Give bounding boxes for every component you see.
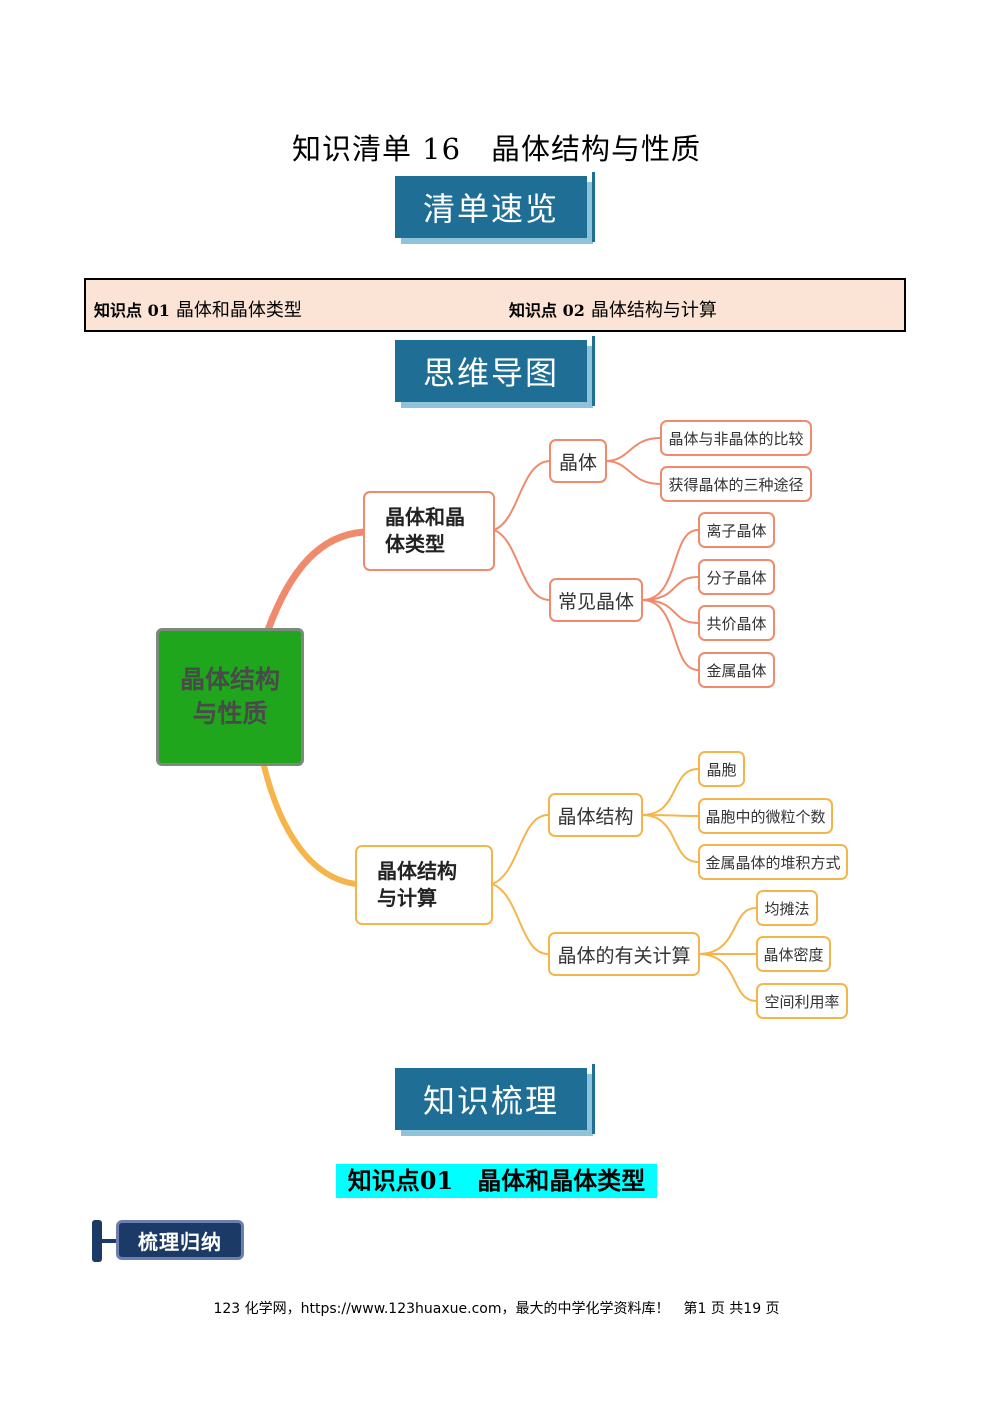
mindmap-branch-1: 晶体和晶体类型 <box>363 491 495 571</box>
summary-tag: 梳理归纳 <box>116 1220 244 1260</box>
mindmap-leaf: 分子晶体 <box>698 559 775 595</box>
toc-item-prefix: 知识点 02 <box>509 301 585 320</box>
overview-banner-label: 清单速览 <box>422 190 559 228</box>
connector-root-branch1 <box>264 528 368 634</box>
toc-box: 知识点 01 晶体和晶体类型 知识点 02 晶体结构与计算 <box>84 278 906 332</box>
mindmap-leaf: 离子晶体 <box>698 512 775 548</box>
mindmap-leaf: 空间利用率 <box>756 983 848 1019</box>
mindmap-node-crystal-structure: 晶体结构 <box>548 793 643 837</box>
mindmap-leaf: 金属晶体的堆积方式 <box>698 844 848 880</box>
mindmap-leaf: 晶体密度 <box>756 936 831 972</box>
mindmap-leaf: 晶胞中的微粒个数 <box>698 798 833 834</box>
mindmap-node-common-crystals: 常见晶体 <box>549 578 643 622</box>
toc-item-label: 晶体结构与计算 <box>590 300 717 321</box>
mindmap-node-calculations: 晶体的有关计算 <box>548 932 700 976</box>
mindmap-leaf: 共价晶体 <box>698 605 775 641</box>
mindmap-leaf: 晶胞 <box>698 751 745 787</box>
summary-tag-label: 梳理归纳 <box>138 1229 222 1254</box>
mindmap-branch-2-label: 晶体结构与计算 <box>377 859 457 910</box>
summary-tag-connector <box>100 1239 118 1243</box>
summary-tag-bar <box>92 1220 102 1262</box>
mindmap-leaf: 金属晶体 <box>698 652 775 688</box>
page-footer: 123 化学网，https://www.123huaxue.com，最大的中学化… <box>213 1301 780 1317</box>
mindmap-banner-label: 思维导图 <box>422 354 559 392</box>
mindmap-node-crystal: 晶体 <box>549 439 607 483</box>
mindmap-branch-2: 晶体结构与计算 <box>355 845 493 925</box>
mindmap-root: 晶体结构与性质 <box>156 628 304 766</box>
knowledge-banner: 知识梳理 <box>395 1064 595 1134</box>
mindmap-leaf: 获得晶体的三种途径 <box>660 466 812 502</box>
toc-item-prefix: 知识点 01 <box>94 301 170 320</box>
toc-item-2[interactable]: 知识点 02 晶体结构与计算 <box>509 296 717 322</box>
knowledge-banner-label: 知识梳理 <box>422 1082 559 1120</box>
mindmap-leaf: 均摊法 <box>756 890 818 926</box>
mindmap-banner: 思维导图 <box>395 336 595 406</box>
connector-root-branch2 <box>261 763 359 887</box>
overview-banner: 清单速览 <box>395 172 595 242</box>
toc-item-label: 晶体和晶体类型 <box>175 300 302 321</box>
mindmap-branch-1-label: 晶体和晶体类型 <box>385 505 465 556</box>
knowledge-point-title: 知识点01 晶体和晶体类型 <box>336 1164 657 1198</box>
page-title: 知识清单 16 晶体结构与性质 <box>291 132 702 166</box>
mindmap-leaf: 晶体与非晶体的比较 <box>660 420 812 456</box>
toc-item-1[interactable]: 知识点 01 晶体和晶体类型 <box>94 296 302 322</box>
